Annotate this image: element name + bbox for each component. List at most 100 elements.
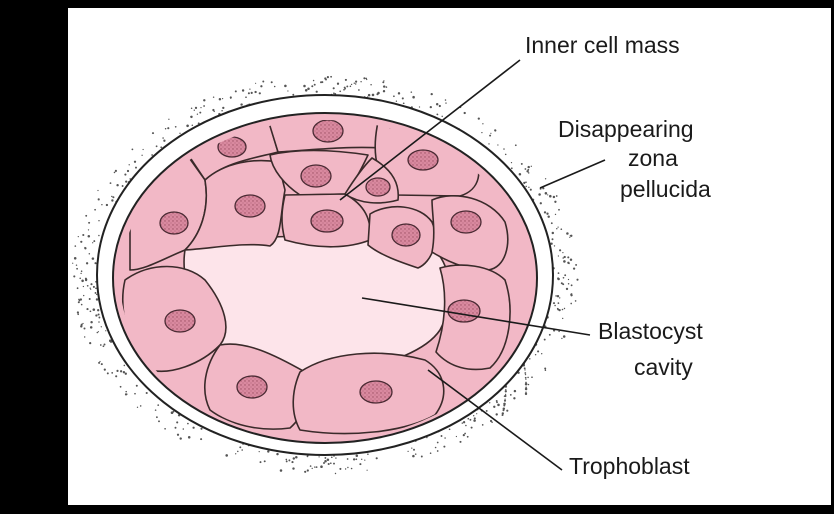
zona-granule bbox=[77, 311, 79, 313]
zona-granule bbox=[292, 94, 294, 96]
zona-granule bbox=[259, 92, 261, 94]
zona-granule bbox=[129, 164, 130, 165]
zona-granule bbox=[137, 407, 138, 408]
zona-granule bbox=[101, 204, 102, 205]
zona-granule bbox=[525, 383, 528, 386]
zona-granule bbox=[531, 166, 532, 167]
zona-granule bbox=[97, 309, 99, 311]
zona-granule bbox=[562, 309, 564, 311]
zona-granule bbox=[176, 421, 178, 423]
zona-granule bbox=[313, 80, 315, 82]
zona-granule bbox=[293, 457, 295, 459]
zona-granule bbox=[504, 400, 506, 402]
zona-granule bbox=[84, 247, 85, 248]
zona-granule bbox=[575, 300, 577, 302]
zona-granule bbox=[235, 90, 237, 92]
zona-granule bbox=[295, 456, 298, 459]
zona-granule bbox=[419, 106, 420, 107]
zona-granule bbox=[469, 419, 471, 421]
zona-granule bbox=[142, 149, 143, 150]
zona-granule bbox=[307, 456, 309, 458]
zona-granule bbox=[528, 384, 529, 385]
zona-granule bbox=[514, 390, 516, 392]
zona-granule bbox=[81, 304, 83, 306]
zona-granule bbox=[528, 187, 529, 188]
zona-granule bbox=[513, 397, 515, 399]
zona-granule bbox=[287, 90, 288, 91]
zona-granule bbox=[192, 427, 194, 429]
label-inner-cell-mass: Inner cell mass bbox=[525, 32, 680, 58]
zona-granule bbox=[471, 427, 473, 429]
zona-granule bbox=[549, 195, 552, 198]
zona-granule bbox=[90, 326, 93, 329]
zona-granule bbox=[335, 457, 336, 458]
zona-granule bbox=[365, 78, 367, 80]
zona-granule bbox=[412, 455, 415, 458]
zona-granule bbox=[537, 350, 539, 352]
zona-granule bbox=[403, 102, 405, 104]
zona-granule bbox=[383, 90, 385, 92]
zona-granule bbox=[125, 181, 127, 183]
zona-granule bbox=[276, 453, 278, 455]
zona-granule bbox=[370, 84, 371, 85]
zona-granule bbox=[107, 372, 109, 374]
zona-granule bbox=[436, 103, 438, 105]
zona-granule bbox=[241, 449, 243, 451]
zona-granule bbox=[106, 204, 108, 206]
zona-granule bbox=[372, 94, 375, 97]
zona-granule bbox=[101, 326, 102, 327]
zona-granule bbox=[555, 295, 557, 297]
zona-granule bbox=[98, 317, 100, 319]
zona-granule bbox=[437, 442, 439, 444]
zona-granule bbox=[259, 451, 260, 452]
zona-granule bbox=[497, 404, 500, 407]
zona-granule bbox=[79, 300, 81, 302]
zona-granule bbox=[337, 83, 339, 85]
zona-granule bbox=[85, 215, 87, 217]
zona-granule bbox=[439, 105, 441, 107]
zona-granule bbox=[444, 437, 446, 439]
zona-granule bbox=[449, 428, 451, 430]
zona-granule bbox=[413, 449, 415, 451]
zona-granule bbox=[506, 410, 508, 412]
zona-granule bbox=[398, 92, 400, 94]
zona-granule bbox=[88, 229, 89, 230]
zona-granule bbox=[396, 101, 397, 102]
zona-granule bbox=[81, 324, 83, 326]
zona-granule bbox=[88, 222, 90, 224]
zona-granule bbox=[510, 394, 512, 396]
zona-granule bbox=[575, 264, 577, 266]
zona-granule bbox=[124, 365, 126, 367]
zona-granule bbox=[305, 89, 308, 92]
zona-granule bbox=[476, 413, 477, 414]
zona-granule bbox=[529, 358, 530, 359]
zona-granule bbox=[566, 288, 568, 290]
zona-granule bbox=[76, 268, 78, 270]
zona-granule bbox=[363, 77, 365, 79]
zona-granule bbox=[197, 114, 198, 115]
zona-granule bbox=[80, 241, 82, 243]
zona-granule bbox=[280, 469, 283, 472]
zona-granule bbox=[367, 453, 369, 455]
zona-granule bbox=[359, 463, 361, 465]
zona-granule bbox=[242, 89, 244, 91]
zona-granule bbox=[115, 170, 117, 172]
zona-granule bbox=[557, 295, 559, 297]
zona-granule bbox=[535, 354, 536, 355]
zona-granule bbox=[101, 363, 103, 365]
zona-granule bbox=[155, 409, 157, 411]
nucleus bbox=[313, 120, 343, 142]
zona-granule bbox=[95, 292, 97, 294]
zona-granule bbox=[560, 228, 562, 230]
zona-granule bbox=[188, 436, 191, 439]
zona-granule bbox=[167, 127, 169, 129]
zona-granule bbox=[407, 451, 408, 452]
zona-granule bbox=[383, 85, 385, 87]
zona-granule bbox=[98, 362, 100, 364]
zona-granule bbox=[344, 87, 346, 89]
zona-granule bbox=[125, 373, 127, 375]
zona-granule bbox=[195, 107, 197, 109]
nucleus bbox=[311, 210, 343, 232]
zona-granule bbox=[504, 395, 506, 397]
